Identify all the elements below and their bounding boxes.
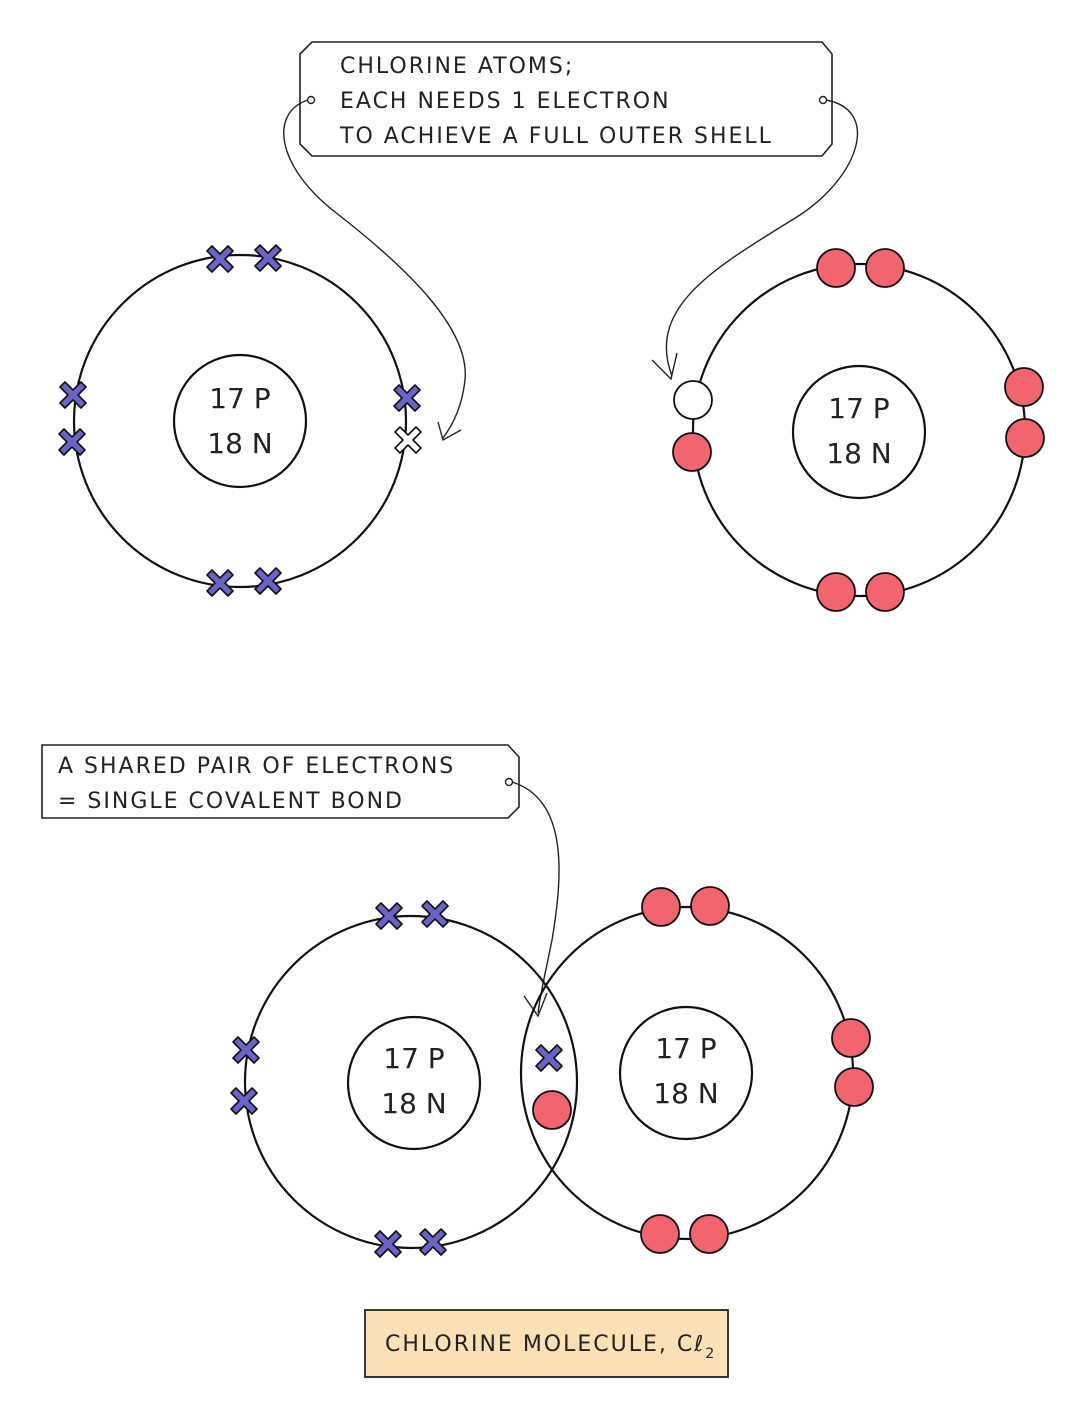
proton-count: 17 P xyxy=(209,382,270,415)
bond-note: A SHARED PAIR OF ELECTRONS = SINGLE COVA… xyxy=(41,744,520,819)
caption: CHLORINE MOLECULE, Cℓ2 xyxy=(364,1309,729,1378)
electron-dot xyxy=(1004,367,1044,407)
svg-text:CHLORINE MOLECULE, Cℓ2: CHLORINE MOLECULE, Cℓ2 xyxy=(385,1332,714,1362)
nucleus xyxy=(172,353,308,489)
electron-dot xyxy=(690,886,730,926)
shared-electron-cross xyxy=(535,1044,563,1072)
electron-dot xyxy=(640,1214,680,1254)
atoms-note-arrow-left-head xyxy=(437,421,462,442)
outer-shell xyxy=(72,253,408,589)
proton-count: 17 P xyxy=(655,1032,716,1065)
atoms-note: CHLORINE ATOMS; EACH NEEDS 1 ELECTRON TO… xyxy=(299,41,833,157)
electron-dot xyxy=(816,248,856,288)
electron-dot xyxy=(816,572,856,612)
neutron-count: 18 N xyxy=(653,1077,718,1110)
caption-text: CHLORINE MOLECULE, Cℓ xyxy=(385,1332,705,1357)
atoms-note-line1: CHLORINE ATOMS; xyxy=(340,54,574,79)
electron-dot xyxy=(865,572,905,612)
electron-cross xyxy=(59,381,87,409)
bond-note-box xyxy=(41,744,520,819)
proton-count: 17 P xyxy=(828,392,889,425)
bond-note-line2: = SINGLE COVALENT BOND xyxy=(58,789,404,814)
nucleus xyxy=(618,1005,754,1141)
outer-shell xyxy=(243,914,579,1250)
electron-cross xyxy=(230,1087,258,1115)
caption-box xyxy=(364,1309,729,1378)
atoms-note-line3: TO ACHIEVE A FULL OUTER SHELL xyxy=(339,124,773,149)
chlorine-molecule: 17 P 18 N 17 P 18 N xyxy=(230,886,874,1258)
atoms-note-arrow-right-head xyxy=(651,352,678,381)
electron-cross xyxy=(393,384,421,412)
electron-dot xyxy=(672,432,712,472)
electron-cross xyxy=(421,900,449,928)
bond-note-arrow-head xyxy=(523,992,548,1018)
missing-electron-dot xyxy=(673,380,713,420)
electron-dot xyxy=(865,248,905,288)
electron-cross xyxy=(206,245,234,273)
bond-note-arrow xyxy=(511,781,560,1014)
caption-subscript: 2 xyxy=(705,1346,714,1362)
electron-cross xyxy=(254,567,282,595)
bond-note-line1: A SHARED PAIR OF ELECTRONS xyxy=(58,754,455,779)
atoms-note-line2: EACH NEEDS 1 ELECTRON xyxy=(340,89,671,114)
atoms-note-arrow-right xyxy=(665,99,859,377)
atoms-note-arrow-left xyxy=(283,99,466,439)
atom-right-bottom: 17 P 18 N xyxy=(519,886,874,1254)
atom-left-bottom: 17 P 18 N xyxy=(230,900,579,1258)
nucleus xyxy=(346,1015,482,1151)
electron-cross xyxy=(419,1228,447,1256)
electron-dot xyxy=(834,1067,874,1107)
missing-electron-cross xyxy=(394,426,422,454)
neutron-count: 18 N xyxy=(207,427,272,460)
electron-dot xyxy=(641,887,681,927)
neutron-count: 18 N xyxy=(826,437,891,470)
shared-electron-pair xyxy=(532,1044,572,1130)
electron-dot xyxy=(689,1214,729,1254)
atom-right-top: 17 P 18 N xyxy=(672,248,1045,612)
nucleus xyxy=(791,364,927,500)
neutron-count: 18 N xyxy=(381,1087,446,1120)
electron-cross xyxy=(254,244,282,272)
atoms-note-box xyxy=(299,41,833,157)
electron-dot xyxy=(1005,418,1045,458)
electron-cross xyxy=(58,428,86,456)
proton-count: 17 P xyxy=(383,1042,444,1075)
atom-left-top: 17 P 18 N xyxy=(58,244,422,597)
electron-dot xyxy=(831,1018,871,1058)
shared-electron-dot xyxy=(532,1090,572,1130)
electron-cross xyxy=(206,569,234,597)
